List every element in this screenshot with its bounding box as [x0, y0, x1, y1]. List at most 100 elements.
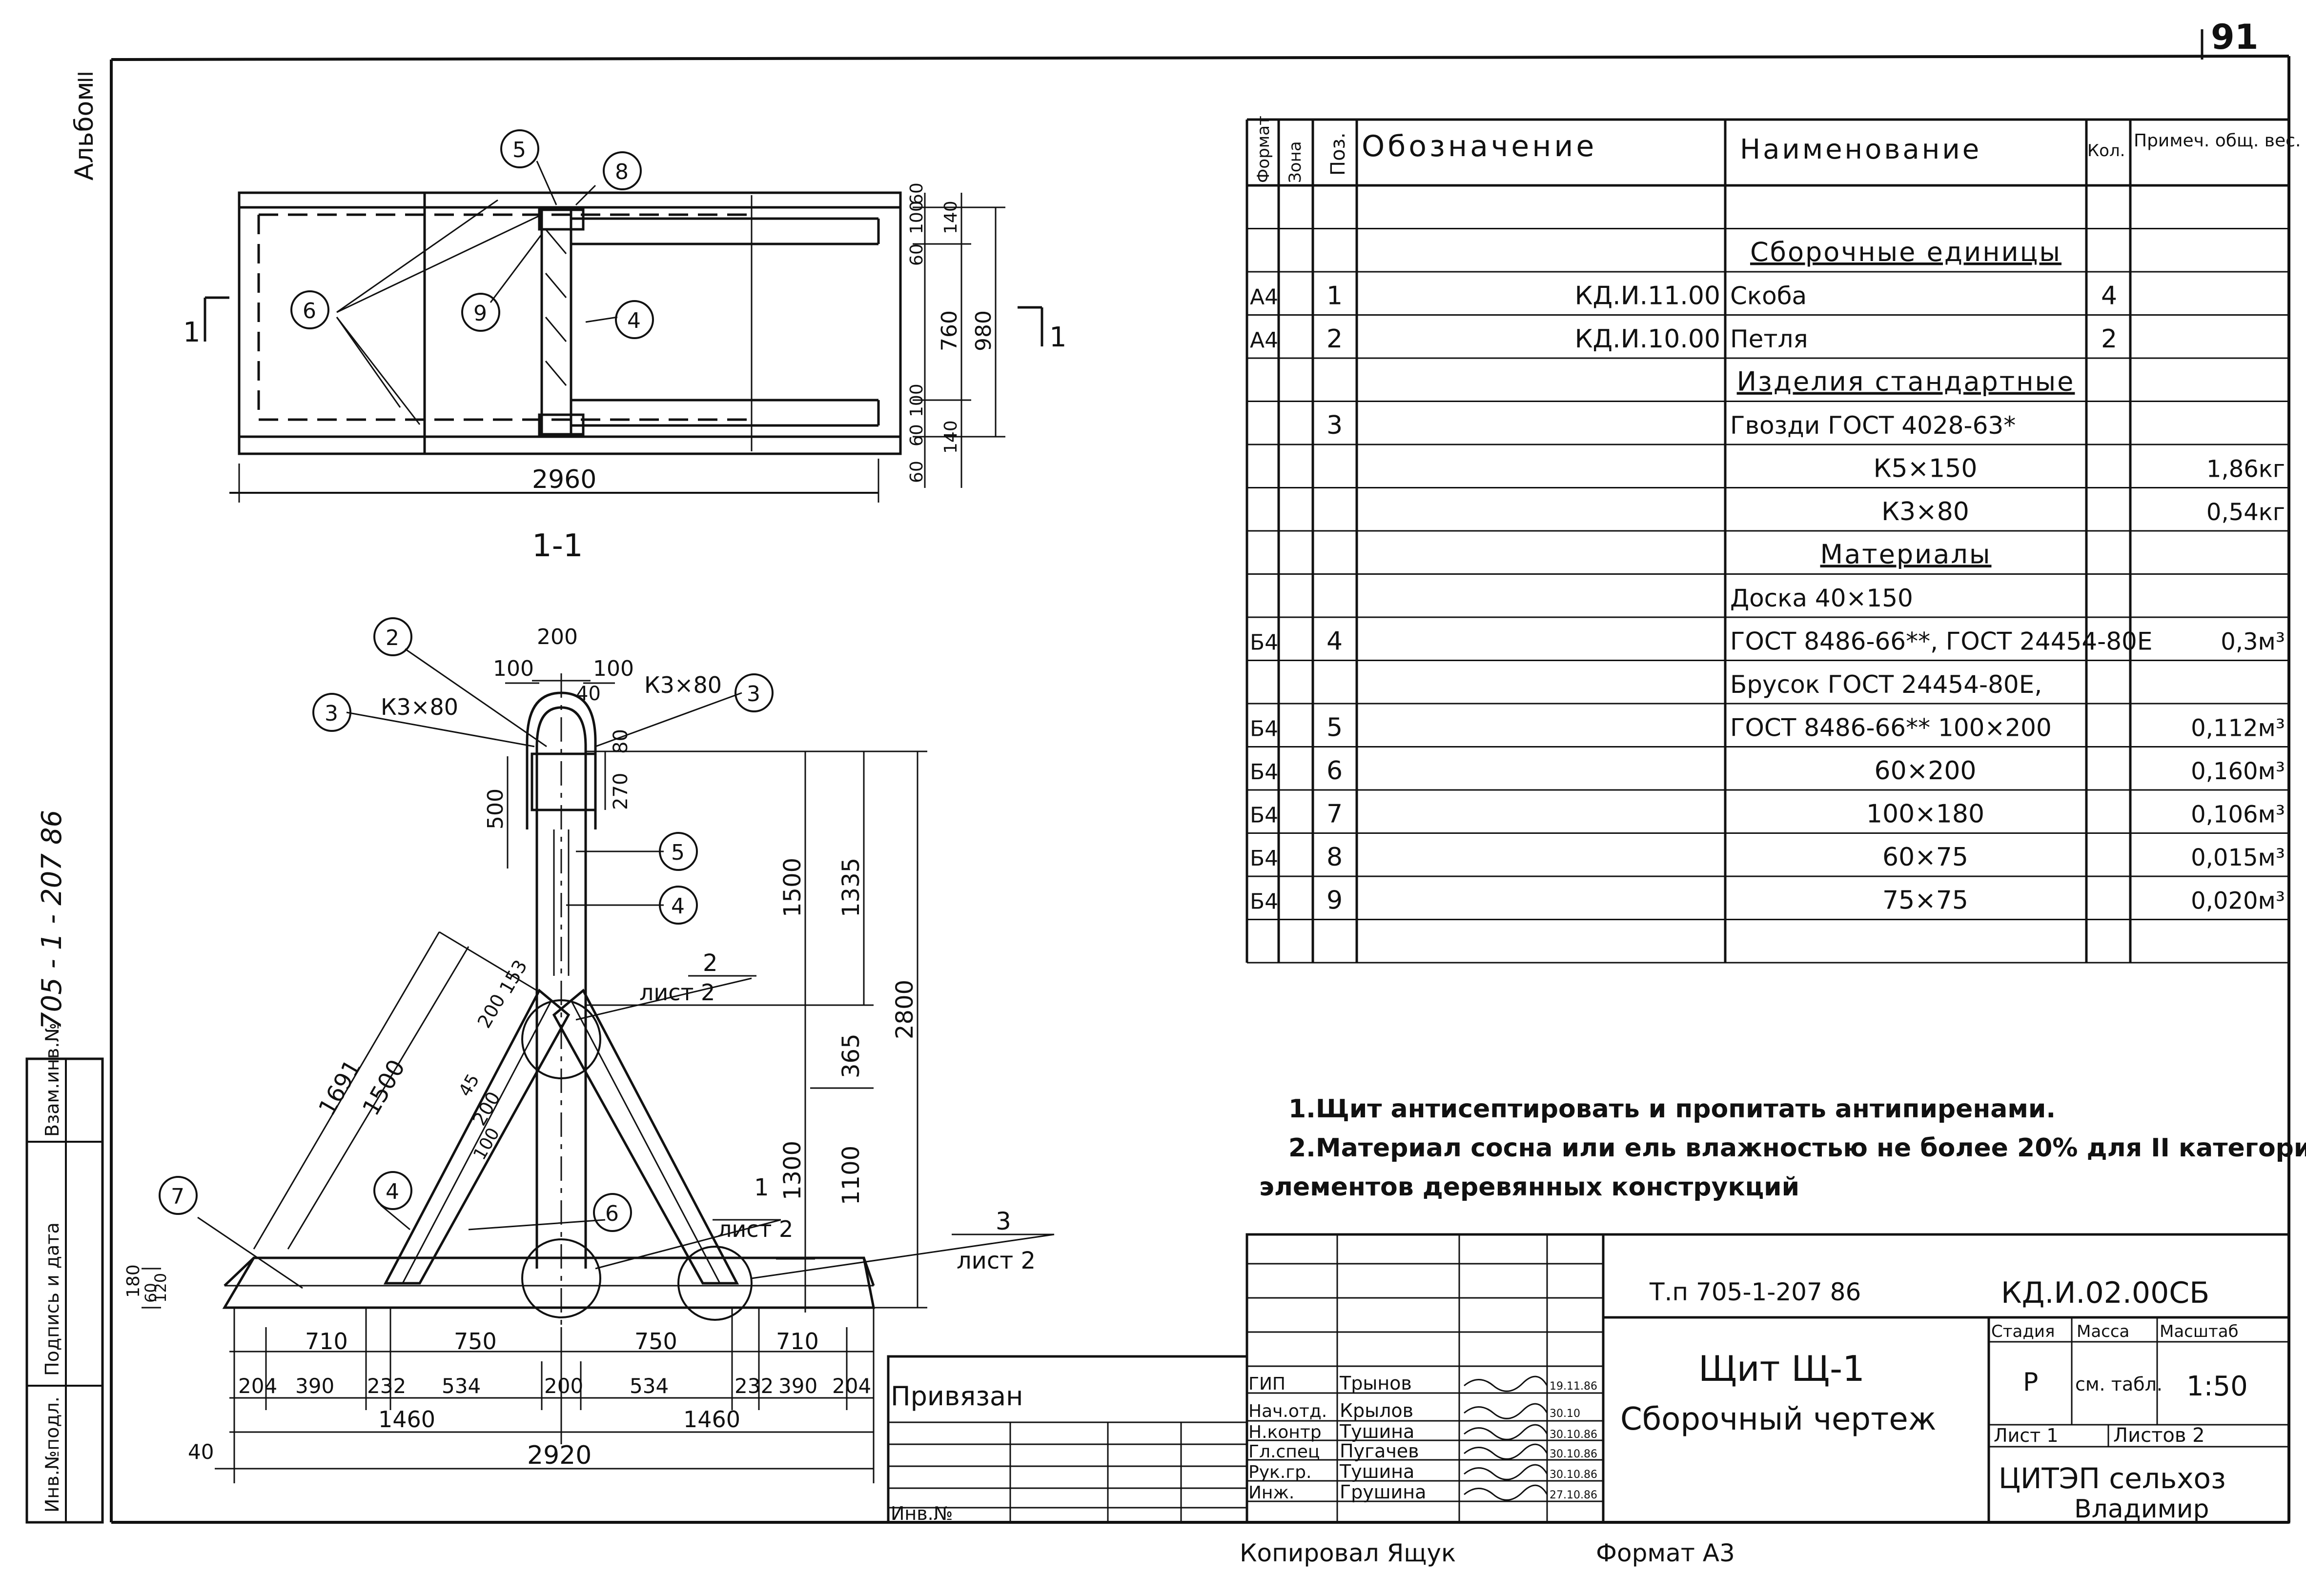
- dim-offset-40: 40: [188, 1440, 214, 1464]
- plan-view: [204, 161, 1043, 503]
- spec-row-name: К5×150: [1874, 454, 1978, 484]
- staff-role: ГИП: [1248, 1374, 1286, 1394]
- elev-callout-4-brace: 4: [386, 1179, 399, 1204]
- drawing-title-line1: Щит Щ-1: [1698, 1348, 1865, 1389]
- stamp-inv-podl: Инв.№подл.: [41, 1396, 63, 1513]
- dim-row2-232a: 232: [367, 1374, 406, 1398]
- plan-dim-100a: 100: [907, 201, 927, 234]
- spec-row-designation: КД.И.10.00: [1575, 324, 1720, 354]
- dim-row2-204b: 204: [832, 1374, 871, 1398]
- sheet-ref-3-num: 3: [996, 1207, 1011, 1235]
- spec-row-note: 1,86кг: [2206, 456, 2285, 483]
- elev-callout-3-left: 3: [325, 701, 338, 726]
- elev-callout-6: 6: [605, 1201, 619, 1226]
- spec-row-section-header: Сборочные единицы: [1750, 237, 2061, 267]
- plan-callout-5: 5: [512, 138, 526, 162]
- staff-name: Крылов: [1340, 1400, 1413, 1421]
- spec-row-format: Б4: [1250, 717, 1278, 742]
- spec-row-designation: КД.И.11.00: [1575, 282, 1720, 311]
- staff-role: Рук.гр.: [1248, 1462, 1311, 1482]
- side-code: 705 - 1 - 207 86: [36, 810, 68, 1030]
- staff-role: Нач.отд.: [1248, 1401, 1327, 1421]
- stamp-signature-date: Подпись и дата: [41, 1222, 63, 1376]
- spec-row-pos: 1: [1326, 282, 1343, 311]
- sheet-ref-1-sheet: лист 2: [717, 1216, 793, 1242]
- staff-date: 30.10.86: [1550, 1469, 1597, 1481]
- notes: 1.Щит антисептировать и пропитать антипи…: [1259, 1094, 2306, 1202]
- spec-row-note: 0,54кг: [2206, 499, 2285, 526]
- spec-row-name: Гвозди ГОСТ 4028-63*: [1730, 411, 2016, 440]
- spec-row-name: К3×80: [1881, 497, 1969, 526]
- brace-dim-1691: 1691: [313, 1055, 367, 1120]
- spec-row-format: Б4: [1250, 803, 1278, 828]
- top-dim-40: 40: [576, 683, 601, 705]
- spec-row-pos: 8: [1326, 843, 1343, 872]
- spec-row-name: 60×75: [1882, 843, 1968, 872]
- signature-mark: [1464, 1403, 1548, 1419]
- spec-row-name: ГОСТ 8486-66** 100×200: [1730, 714, 2052, 742]
- spec-row-name: 75×75: [1882, 886, 1968, 915]
- staff-role: Н.контр: [1248, 1422, 1322, 1442]
- spec-row-pos: 7: [1326, 800, 1343, 829]
- spec-row-format: Б4: [1250, 889, 1278, 914]
- elev-callout-4-post: 4: [671, 894, 685, 919]
- copied-by: Копировал Ящук: [1240, 1539, 1456, 1567]
- spec-row-name: ГОСТ 8486-66**, ГОСТ 24454-80Е: [1730, 627, 2152, 656]
- brace-dim-153: 153: [495, 956, 531, 998]
- section-title: 1-1: [532, 528, 583, 564]
- mass-value: см. табл.: [2075, 1374, 2163, 1395]
- spec-header-zone: Зона: [1286, 141, 1305, 183]
- drawing-title-line2: Сборочный чертеж: [1620, 1401, 1936, 1437]
- plan-dim-760: 760: [937, 310, 962, 351]
- spec-row-name: Скоба: [1730, 282, 1807, 310]
- section-mark-left: 1: [183, 317, 201, 348]
- plan-callout-8: 8: [615, 160, 629, 184]
- signature-mark: [1464, 1443, 1548, 1460]
- dim-row2-390b: 390: [778, 1374, 817, 1398]
- plan-callout-6: 6: [303, 299, 316, 323]
- elev-callout-7: 7: [171, 1184, 184, 1209]
- spec-header-note: Примеч. общ. вес.: [2134, 131, 2301, 151]
- spec-row-section-header: Изделия стандартные: [1737, 366, 2075, 397]
- format-label: Формат А3: [1596, 1539, 1735, 1567]
- post-dim-500: 500: [483, 788, 508, 829]
- signature-mark: [1464, 1484, 1548, 1501]
- plan-callout-4: 4: [627, 308, 641, 333]
- brace-dim-100: 100: [469, 1124, 504, 1163]
- staff-date: 19.11.86: [1550, 1380, 1597, 1393]
- album-number: II: [74, 71, 98, 83]
- staff-name: Пугачев: [1340, 1440, 1419, 1462]
- spec-row-pos: 4: [1326, 627, 1343, 656]
- spec-header-designation: Обозначение: [1362, 129, 1597, 163]
- spec-header-name: Наименование: [1740, 134, 1981, 165]
- spec-row-pos: 9: [1326, 886, 1343, 915]
- title-block-text: Т.п 705-1-207 86 КД.И.02.00СБ Щит Щ-1 Сб…: [891, 1276, 2248, 1567]
- vdim-1500: 1500: [779, 858, 806, 917]
- spec-row-qty: 4: [2101, 282, 2117, 311]
- sheet-label: Лист 1: [1994, 1425, 2059, 1446]
- plan-labels: 1 1 2960 60 100 140 60 760 980 100 60 14…: [183, 182, 1067, 564]
- spec-row-format: Б4: [1250, 846, 1278, 871]
- plan-dim-60a: 60: [907, 182, 927, 205]
- organization-line2: Владимир: [2074, 1495, 2209, 1524]
- dim-row2-534b: 534: [630, 1374, 669, 1398]
- stamp-vzam-inv: Взам.инв.№: [41, 1023, 63, 1137]
- top-dim-200: 200: [537, 625, 578, 649]
- spec-row-pos: 3: [1326, 411, 1343, 440]
- plan-dim-60b: 60: [907, 243, 927, 266]
- dim-row1-710a: 710: [305, 1328, 348, 1354]
- vdim-1100: 1100: [837, 1146, 865, 1205]
- organization-line1: ЦИТЭП сельхоз: [1999, 1462, 2226, 1495]
- elevation-callouts: 2 3 3 5 4 4 6 7: [159, 617, 774, 1232]
- top-dim-100-right: 100: [593, 656, 634, 681]
- brace-dim-45: 45: [455, 1071, 483, 1100]
- elev-callout-3-right: 3: [747, 682, 760, 707]
- project-code: Т.п 705-1-207 86: [1649, 1278, 1861, 1306]
- spec-row-note: 0,015м³: [2191, 844, 2285, 871]
- vdim-365: 365: [837, 1033, 865, 1078]
- spec-header-note-text: Примеч. общ. вес.: [2134, 131, 2301, 151]
- spec-row-pos: 5: [1326, 713, 1343, 743]
- dim-row2-200: 200: [544, 1374, 583, 1398]
